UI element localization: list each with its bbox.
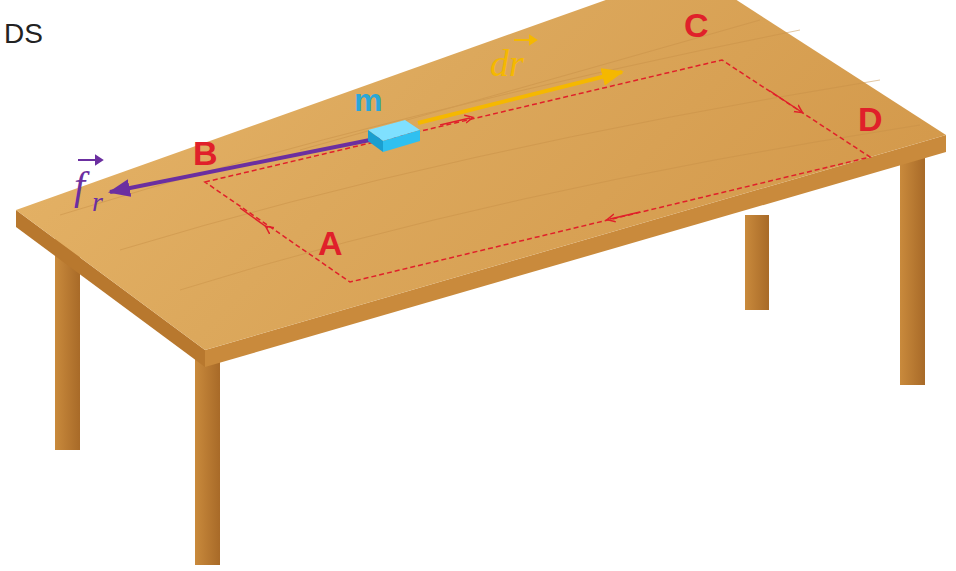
table-leg: [900, 150, 925, 385]
displacement-symbol: dr: [490, 44, 524, 82]
table-leg: [745, 215, 769, 310]
block: [368, 130, 383, 152]
table-top: [16, 0, 946, 350]
path-rectangle: [205, 60, 870, 282]
point-label: C: [684, 8, 709, 42]
point-label: B: [193, 136, 218, 170]
table-leg: [195, 350, 220, 565]
block: [383, 130, 420, 152]
path-arrow: [610, 212, 640, 219]
friction-vector: [110, 138, 380, 192]
mass-label: m: [354, 84, 382, 116]
path-arrow: [440, 118, 470, 125]
path-arrow: [240, 208, 268, 228]
path-arrow: [770, 91, 800, 111]
force-subscript: r: [92, 188, 103, 216]
point-label: D: [858, 102, 883, 136]
vector-overarrow: [78, 156, 102, 164]
vector-overarrow: [514, 36, 536, 44]
force-symbol: f: [74, 166, 85, 206]
point-label: A: [318, 226, 343, 260]
page-corner-text: DS: [4, 20, 43, 48]
